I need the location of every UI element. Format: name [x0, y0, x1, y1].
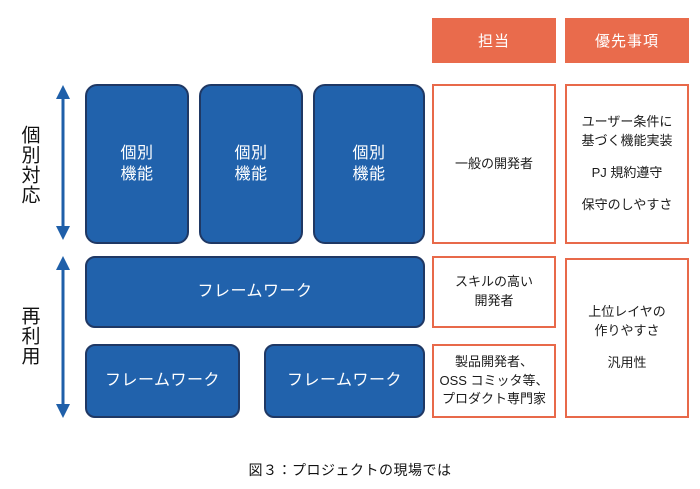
framework-box-left[interactable]: フレームワーク: [85, 344, 240, 418]
tier-arrow-reuse: [52, 256, 74, 418]
column-header-assignment-label: 担当: [477, 33, 510, 50]
tier-label-reuse: 再利用: [12, 286, 46, 386]
assignment-cell-specialist-line2: OSS コミッタ等、: [439, 372, 549, 388]
tier-label-individual-text: 個別対応: [18, 125, 40, 205]
individual-feature-box-1-line2: 機能: [120, 166, 154, 183]
tier-label-reuse-text: 再利用: [18, 306, 40, 366]
priority-item-1: ユーザー条件に 基づく機能実装: [581, 114, 673, 149]
column-header-priority-label: 優先事項: [594, 33, 659, 50]
assignment-cell-individual-line1: 一般の開発者: [454, 155, 533, 171]
priority-cell-reuse: 上位レイヤの 作りやすさ 汎用性: [565, 258, 689, 418]
priority-item-4: 上位レイヤの 作りやすさ: [588, 304, 666, 339]
figure-caption: 図３：プロジェクトの現場では: [0, 460, 700, 480]
column-header-priority: 優先事項: [565, 18, 689, 63]
framework-box-right-label: フレームワーク: [286, 372, 403, 390]
framework-box-left-label: フレームワーク: [104, 372, 221, 390]
individual-feature-box-1[interactable]: 個別 機能: [85, 84, 189, 244]
individual-feature-box-3-line1: 個別: [352, 144, 386, 162]
double-headed-vertical-arrow-icon: [56, 256, 70, 418]
priority-item-3: 保守のしやすさ: [581, 196, 673, 212]
figure-caption-text: 図３：プロジェクトの現場では: [248, 462, 452, 478]
priority-item-2: PJ 規約遵守: [591, 165, 663, 180]
priority-item-5: 汎用性: [607, 354, 647, 370]
double-headed-vertical-arrow-icon: [56, 85, 70, 240]
tier-arrow-individual: [52, 85, 74, 240]
framework-box-wide[interactable]: フレームワーク: [85, 256, 425, 328]
individual-feature-box-3[interactable]: 個別 機能: [313, 84, 425, 244]
assignment-cell-skilled: スキルの高い 開発者: [432, 256, 556, 328]
assignment-cell-specialist: 製品開発者、 OSS コミッタ等、 プロダクト専門家: [432, 344, 556, 418]
assignment-cell-skilled-line2: 開発者: [474, 293, 514, 308]
priority-cell-individual: ユーザー条件に 基づく機能実装 PJ 規約遵守 保守のしやすさ: [565, 84, 689, 244]
assignment-cell-individual: 一般の開発者: [432, 84, 556, 244]
assignment-cell-specialist-line1: 製品開発者、: [454, 353, 533, 369]
framework-box-wide-label: フレームワーク: [197, 283, 313, 301]
column-header-assignment: 担当: [432, 18, 556, 63]
assignment-cell-skilled-line1: スキルの高い: [454, 274, 533, 290]
individual-feature-box-2-line1: 個別: [234, 144, 268, 162]
individual-feature-box-2-line2: 機能: [234, 166, 268, 183]
assignment-cell-specialist-line3: プロダクト専門家: [441, 391, 546, 407]
framework-box-right[interactable]: フレームワーク: [264, 344, 425, 418]
individual-feature-box-3-line2: 機能: [352, 166, 386, 183]
tier-label-individual: 個別対応: [12, 100, 46, 230]
individual-feature-box-2[interactable]: 個別 機能: [199, 84, 303, 244]
individual-feature-box-1-line1: 個別: [120, 144, 154, 162]
